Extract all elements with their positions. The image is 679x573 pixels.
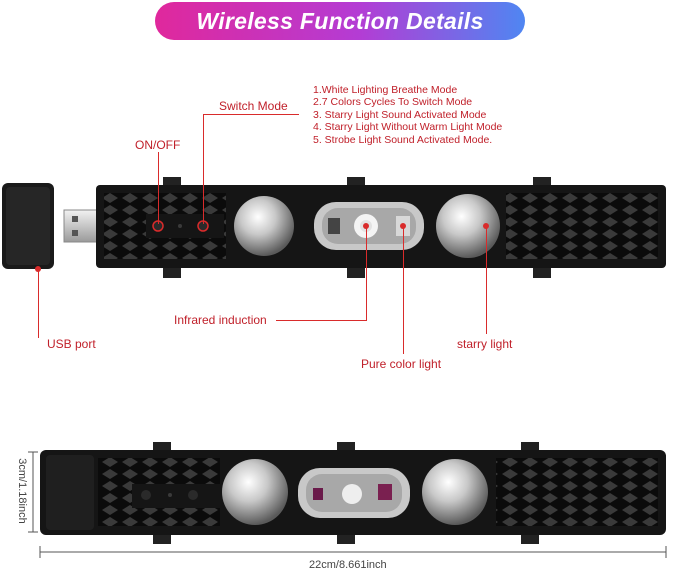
infrared-leader-dot xyxy=(363,223,369,229)
mode-item: 2.7 Colors Cycles To Switch Mode xyxy=(313,96,473,109)
starry-leader-v xyxy=(486,226,487,334)
starry-light-label: starry light xyxy=(457,337,513,351)
width-dimension-label: 22cm/8.661inch xyxy=(309,559,387,571)
starry-ball-left xyxy=(234,196,294,256)
usb-leader-dot xyxy=(35,266,41,272)
starry-leader-dot xyxy=(483,223,489,229)
pure-color-leader-dot xyxy=(400,223,406,229)
on-off-label: ON/OFF xyxy=(135,138,181,152)
device-bottom xyxy=(40,442,666,544)
title-banner: Wireless Function Details xyxy=(155,2,525,40)
switch-mode-label: Switch Mode xyxy=(219,99,288,113)
mode-item: 4. Starry Light Without Warm Light Mode xyxy=(313,121,503,134)
banner-title: Wireless Function Details xyxy=(196,7,484,34)
usb-port-label: USB port xyxy=(47,337,96,351)
infrared-leader-v xyxy=(366,226,367,321)
infrared-leader-h xyxy=(276,320,366,321)
pure-color-label: Pure color light xyxy=(361,357,442,371)
mode-list: 1.White Lighting Breathe Mode 2.7 Colors… xyxy=(313,84,502,146)
mode-item: 1.White Lighting Breathe Mode xyxy=(313,84,458,96)
switch-mode-leader-h xyxy=(203,114,299,115)
on-off-leader-v xyxy=(158,152,159,224)
switch-mode-leader-v xyxy=(203,114,204,224)
pure-color-leader-v xyxy=(403,226,404,354)
usb-leader-v xyxy=(38,270,39,338)
infrared-label: Infrared induction xyxy=(174,313,267,327)
height-dimension-label: 3cm/1.18inch xyxy=(16,458,28,524)
usb-plug xyxy=(63,209,99,243)
device-top xyxy=(2,177,666,278)
mode-item: 5. Strobe Light Sound Activated Mode. xyxy=(313,133,493,146)
dimension-lines xyxy=(28,451,667,558)
mode-item: 3. Starry Light Sound Activated Mode xyxy=(313,108,487,121)
starry-ball-right xyxy=(436,194,500,258)
